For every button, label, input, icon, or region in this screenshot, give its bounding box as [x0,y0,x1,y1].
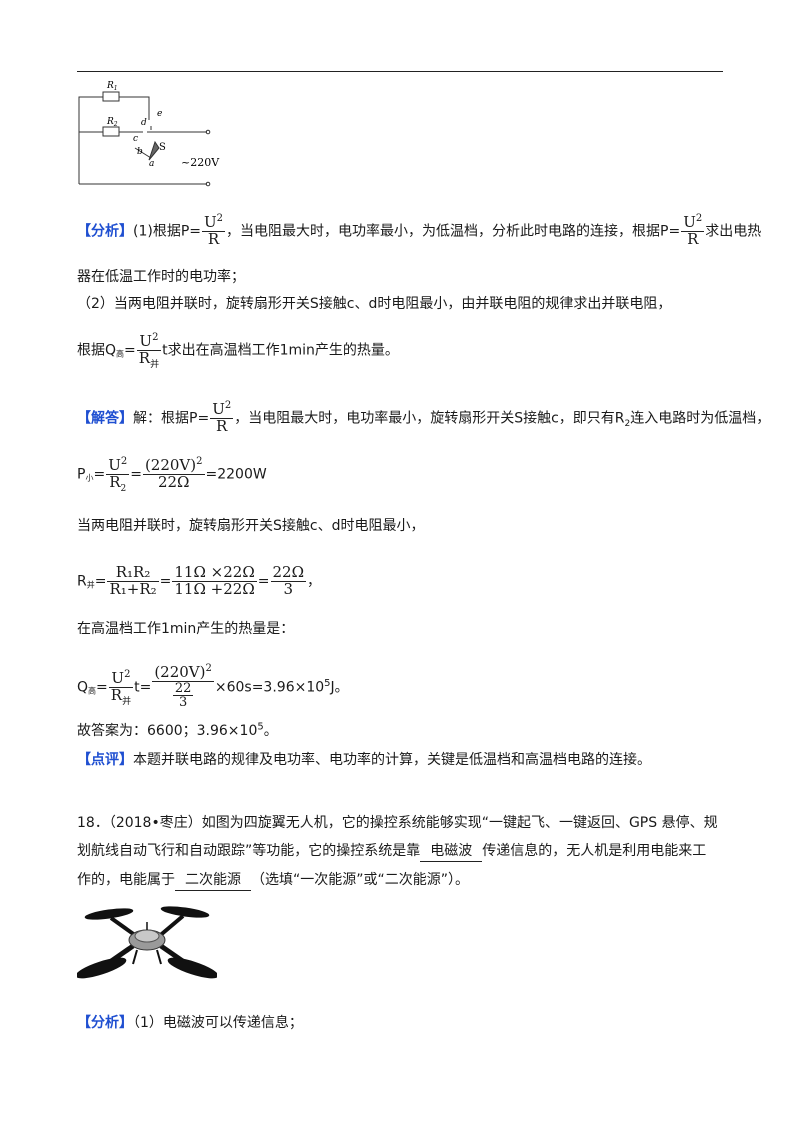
analysis-line-1-cont: 器在低温工作时的电功率； [77,269,245,285]
label-b: b [137,147,143,157]
label-r1: R [106,81,114,91]
circuit-diagram: R1 R2 e d c b a S ~220V [78,81,220,187]
label-d: d [141,118,147,128]
analysis18-line: 【分析】（1）电磁波可以传递信息； [77,1015,303,1031]
q18-line-1: 18．（2018•枣庄）如图为四旋翼无人机，它的操控系统能够实现“一键起飞、一键… [77,815,718,831]
comment-line: 【点评】本题并联电路的规律及电功率、电功率的计算，关键是低温档和高温档电路的连接… [77,752,651,768]
label-c: c [133,134,138,144]
analysis-text: (1)根据P= [133,223,202,240]
comment-tag: 【点评】 [77,752,133,768]
analysis-text: 求出电热 [705,223,762,240]
q18-line-3: 作的，电能属于二次能源（选填“一次能源”或“二次能源”）。 [77,870,469,891]
answer-blank-2: 二次能源 [175,870,251,891]
answer-blank-1: 电磁波 [420,841,483,862]
q18-line-2: 划航线自动飞行和自动跟踪”等功能，它的操控系统是靠电磁波传递信息的，无人机是利用… [77,841,706,862]
label-r2-sub: 2 [113,121,118,128]
label-r2: R [106,117,114,127]
drone-illustration [77,906,217,979]
label-e: e [157,109,162,119]
header-rule [77,71,723,72]
analysis-line-2: （2）当两电阻并联时，旋转扇形开关S接触c、d时电阻最小，由并联电阻的规律求出并… [77,296,672,312]
solution-line-5: 在高温档工作1min产生的热量是： [77,621,295,637]
label-voltage: ~220V [181,156,220,169]
analysis-text: ，当电阻最大时，电功率最小，为低温档，分析此时电路的连接，根据P= [226,223,681,240]
answer-line: 故答案为：6600；3.96×105。 [77,721,278,739]
solution-line-3: 当两电阻并联时，旋转扇形开关S接触c、d时电阻最小， [77,518,425,534]
analysis-tag: 【分析】 [77,223,133,240]
label-a: a [149,159,154,169]
analysis18-tag: 【分析】 [77,1015,133,1031]
svg-text:R1: R1 [106,81,118,92]
label-s: S [159,142,166,153]
solution-tag: 【解答】 [77,410,133,427]
label-r1-sub: 1 [114,85,118,92]
svg-text:R2: R2 [106,117,118,128]
